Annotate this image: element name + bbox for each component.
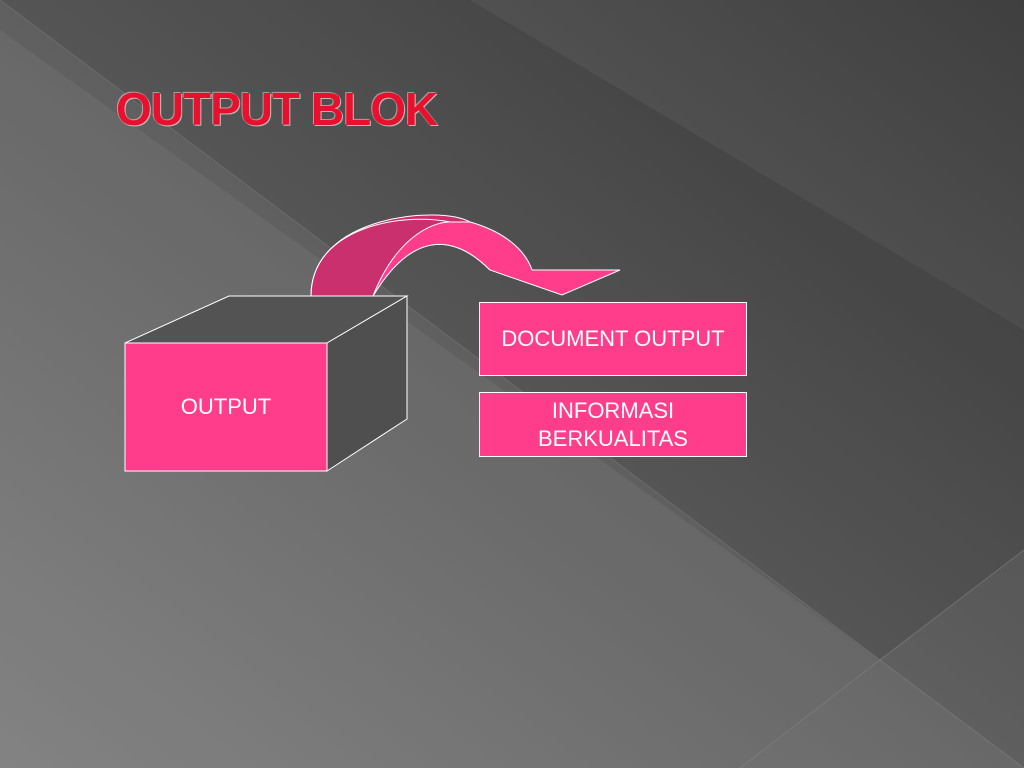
informasi-berkualitas-box <box>479 392 747 457</box>
informasi-berkualitas-label: INFORMASI BERKUALITAS <box>538 398 688 451</box>
output-cube <box>124 295 409 472</box>
curved-arrow <box>310 214 621 297</box>
slide-title: OUTPUT BLOK <box>116 83 438 135</box>
document-output-box <box>479 302 747 376</box>
cube-front-label: OUTPUT <box>180 394 272 420</box>
document-output-label: DOCUMENT OUTPUT <box>501 326 725 352</box>
